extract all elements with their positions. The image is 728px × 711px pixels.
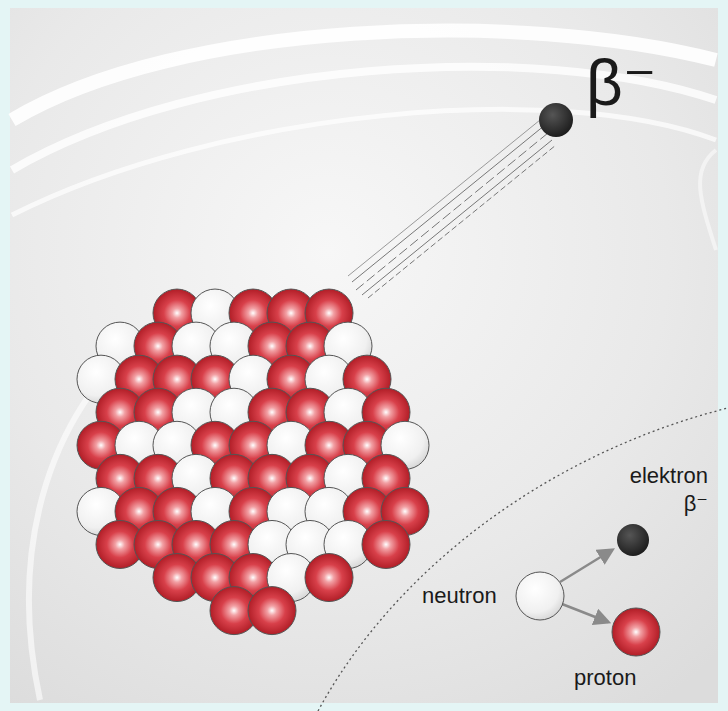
beta-symbol: β⁻ <box>586 48 657 118</box>
particle-label: elektron <box>630 464 708 488</box>
proton-ball <box>248 587 296 635</box>
proton-ball <box>305 554 353 602</box>
inset-border <box>318 408 728 711</box>
decay-arrow <box>562 604 608 622</box>
emitted-electron <box>539 103 573 137</box>
proton-ball <box>612 608 660 656</box>
neutron-ball <box>516 572 564 620</box>
background-panel <box>10 8 718 703</box>
particle-label: β⁻ <box>684 492 708 516</box>
electron-ball <box>617 524 649 556</box>
electron-trail <box>348 120 556 298</box>
nucleus <box>77 289 429 635</box>
proton-ball <box>362 520 410 568</box>
particle-label: neutron <box>422 584 497 608</box>
decay-arrow <box>560 550 612 582</box>
swirl-arcs <box>12 31 716 700</box>
particle-label: proton <box>574 666 636 690</box>
